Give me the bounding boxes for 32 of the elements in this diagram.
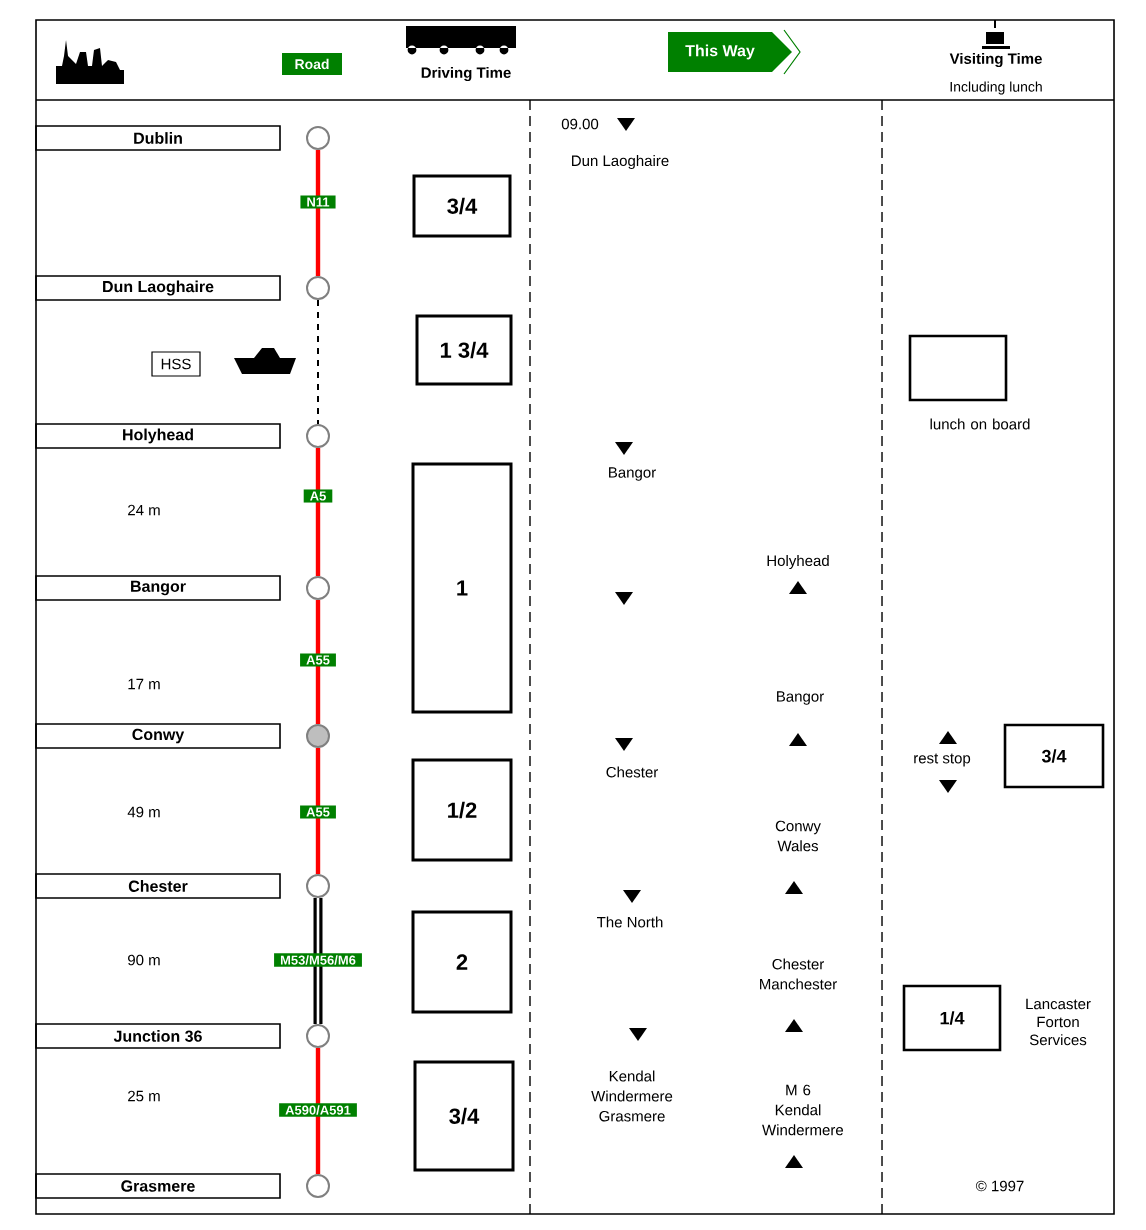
town-label-box: Holyhead <box>35 423 281 449</box>
town-label-box: Bangor <box>35 575 281 601</box>
route-line <box>315 748 321 874</box>
route-line <box>315 600 321 724</box>
route-line <box>315 150 321 276</box>
driving-time-box: 3/4 <box>413 1060 515 1172</box>
town-label-box: Chester <box>35 873 281 899</box>
visiting-time-box: 1/4 <box>902 984 1002 1052</box>
town-label-box: Conwy <box>35 723 281 749</box>
stop-circle <box>306 1024 330 1048</box>
town-label-box: Junction 36 <box>35 1023 281 1049</box>
town-label-box: Dublin <box>35 125 281 151</box>
stop-circle <box>306 424 330 448</box>
stop-circle <box>306 1174 330 1198</box>
stop-circle <box>306 276 330 300</box>
route-line <box>315 1048 321 1174</box>
direction-sign: This Way <box>668 32 792 72</box>
route-line <box>315 448 321 576</box>
driving-time-box: 2 <box>411 910 513 1014</box>
stop-circle <box>306 126 330 150</box>
driving-time-box: 1/2 <box>411 758 513 862</box>
town-label-box: Dun Laoghaire <box>35 275 281 301</box>
driving-time-box: 1 <box>411 462 513 714</box>
route-line <box>317 299 319 425</box>
visiting-time-box: 3/4 <box>1003 723 1105 789</box>
driving-time-box: 3/4 <box>412 174 512 238</box>
town-label-box: Grasmere <box>35 1173 281 1199</box>
driving-time-box: 1 3/4 <box>415 314 513 386</box>
stop-circle <box>306 874 330 898</box>
route-line <box>313 898 323 1024</box>
stop-circle <box>306 724 330 748</box>
stop-circle <box>306 576 330 600</box>
